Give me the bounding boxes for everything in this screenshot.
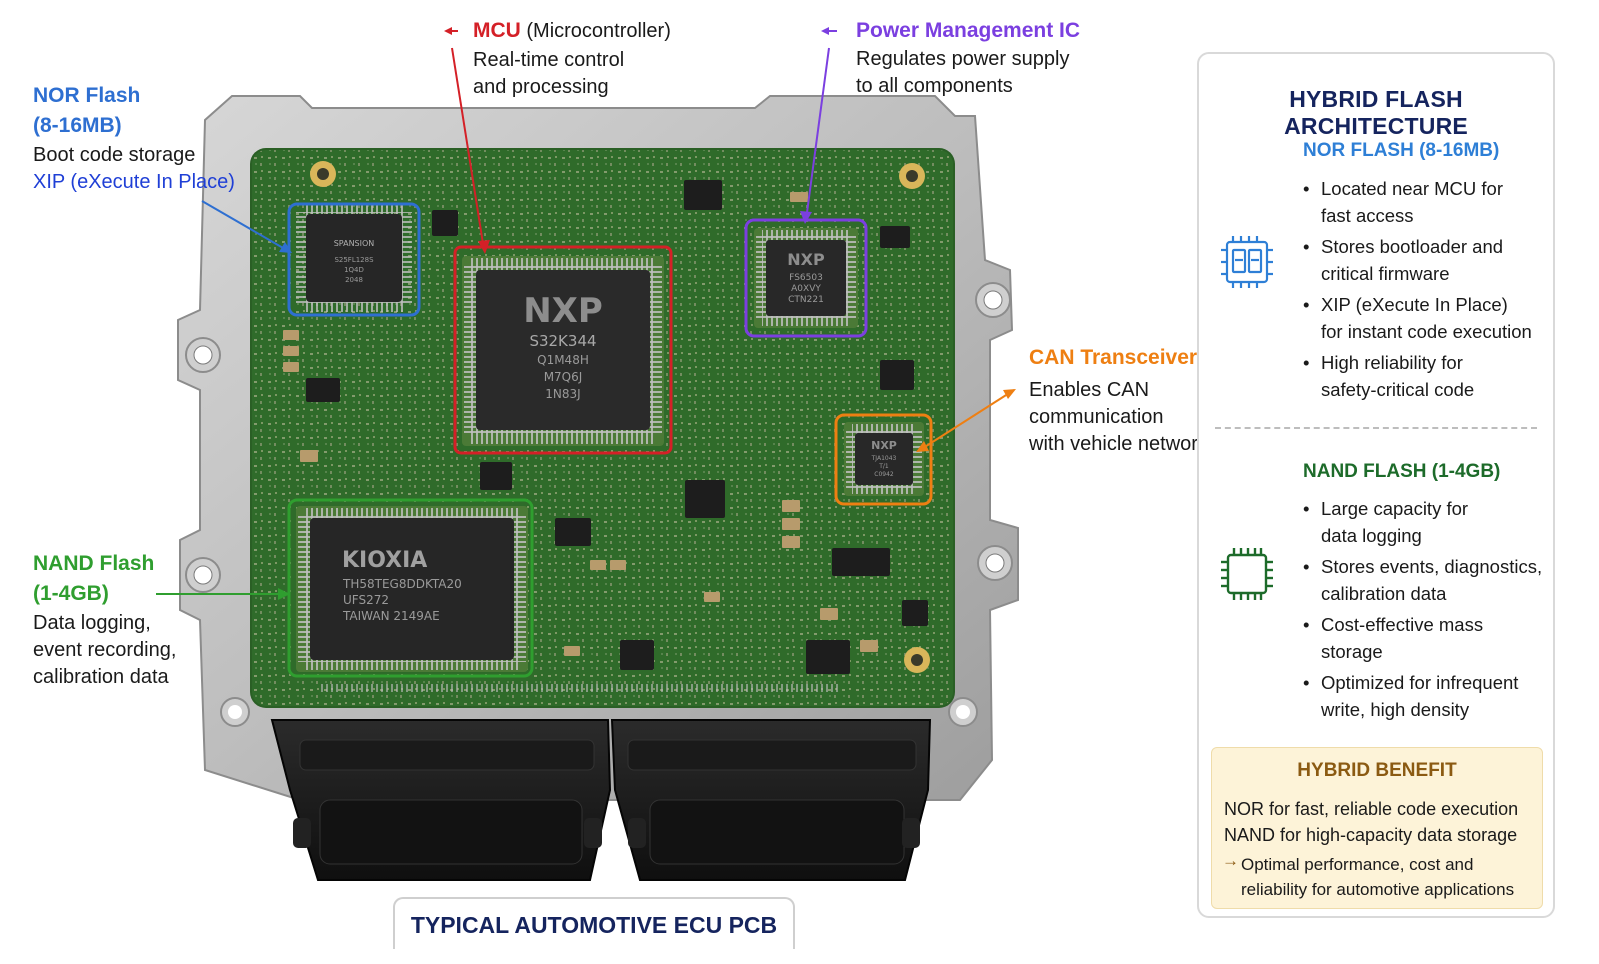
nor-callout-title: NOR Flash — [33, 84, 141, 107]
can-chip-line2: T/1 — [878, 463, 889, 470]
nand-callout-desc3: calibration data — [33, 666, 169, 688]
nand-callout-desc2: event recording, — [33, 639, 177, 661]
pmic-callout-title: Power Management IC — [856, 19, 1081, 42]
mcu-callout-title: MCU — [473, 19, 521, 42]
pmic-marker-icon — [821, 27, 837, 35]
nand-chip-line2: UFS272 — [343, 593, 389, 607]
nor-chip-line3: 2048 — [345, 276, 363, 284]
can-chip-line1: TJA1043 — [871, 455, 897, 462]
pmic-callout: Power Management IC Regulates power supp… — [856, 17, 1080, 100]
can-callout-title: CAN Transceiver — [1029, 346, 1198, 369]
pmic-chip-line2: A0XVY — [791, 284, 821, 294]
pmic-callout-desc2: to all components — [856, 75, 1013, 97]
panel-title: HYBRID FLASH ARCHITECTURE — [1284, 86, 1468, 139]
can-highlight — [834, 413, 933, 506]
ecu-connectors — [270, 719, 932, 881]
mcu-marker-icon — [444, 27, 458, 35]
benefit-line-summary: Optimal performance, cost and reliabilit… — [1241, 855, 1515, 899]
mcu-highlight — [453, 245, 673, 455]
benefit-title: HYBRID BENEFIT — [1297, 760, 1457, 781]
hybrid-benefit-box: HYBRID BENEFIT NOR for fast, reliable co… — [1211, 747, 1543, 909]
arrow-right-icon: → — [1222, 851, 1239, 870]
chip-grid-icon — [1221, 236, 1273, 288]
pmic-chip: NXP FS6503 A0XVY CTN221 — [754, 228, 858, 328]
pmic-chip-brand: NXP — [787, 250, 825, 269]
mcu-callout: MCU (Microcontroller) Real-time control … — [473, 17, 671, 101]
can-callout-desc3: with vehicle network — [1029, 433, 1208, 455]
nand-callout-desc1: Data logging, — [33, 612, 151, 634]
mcu-chip-line2: Q1M48H — [537, 353, 589, 367]
list-item: Stores events, diagnostics,calibration d… — [1303, 554, 1547, 607]
nor-chip-line1: S25FL128S — [334, 256, 374, 264]
nor-flash-highlight — [287, 202, 421, 317]
nand-callout-size: (1-4GB) — [33, 582, 109, 605]
nor-callout-desc: Boot code storage — [33, 144, 196, 166]
nor-section-title: NOR FLASH (8-16MB) — [1303, 140, 1500, 161]
mcu-chip: NXP S32K344 Q1M48H M7Q6J 1N83J — [462, 256, 664, 446]
nand-section-title: NAND FLASH (1-4GB) — [1303, 461, 1501, 482]
nor-flash-callout: NOR Flash (8-16MB) Boot code storage XIP… — [33, 82, 235, 196]
can-chip-brand: NXP — [871, 439, 897, 452]
nor-chip-brand: SPANSION — [334, 239, 375, 248]
mcu-callout-subtitle: (Microcontroller) — [520, 20, 671, 42]
mcu-chip-brand: NXP — [523, 291, 603, 331]
nand-callout-title: NAND Flash — [33, 552, 155, 575]
mcu-chip-line3: M7Q6J — [544, 370, 583, 384]
can-callout: CAN Transceiver Enables CAN communicatio… — [1029, 344, 1208, 458]
mcu-callout-desc2: and processing — [473, 76, 609, 98]
nor-callout-xip: XIP (eXecute In Place) — [33, 171, 235, 193]
nand-chip-line3: TAIWAN 2149AE — [342, 609, 440, 623]
nand-chip-brand: KIOXIA — [342, 548, 427, 573]
mcu-chip-line4: 1N83J — [545, 387, 580, 401]
nand-chip-line1: TH58TEG8DDKTA20 — [342, 577, 462, 591]
can-callout-desc1: Enables CAN — [1029, 379, 1150, 401]
ecu-pcb-illustration: SPANSION S25FL128S 1Q4D 2048 NXP S32K344… — [156, 27, 1019, 881]
nand-flash-chip: KIOXIA TH58TEG8DDKTA20 UFS272 TAIWAN 214… — [296, 506, 528, 672]
mcu-chip-line1: S32K344 — [529, 332, 596, 350]
nand-highlight — [287, 498, 534, 678]
pmic-callout-desc1: Regulates power supply — [856, 48, 1070, 70]
can-chip-line3: C0942 — [874, 471, 894, 478]
can-transceiver-chip: NXP TJA1043 T/1 C0942 — [844, 422, 924, 496]
can-callout-desc2: communication — [1029, 406, 1164, 428]
hybrid-architecture-panel: HYBRID FLASH ARCHITECTURE NOR FLASH (8-1… — [1197, 52, 1555, 918]
pmic-chip-line3: CTN221 — [788, 295, 824, 305]
nor-flash-chip: SPANSION S25FL128S 1Q4D 2048 — [296, 204, 412, 312]
nand-flash-callout: NAND Flash (1-4GB) Data logging, event r… — [33, 550, 176, 691]
list-item: XIP (eXecute In Place)for instant code e… — [1303, 292, 1547, 345]
figure-caption: TYPICAL AUTOMOTIVE ECU PCB — [393, 897, 795, 949]
pmic-chip-line1: FS6503 — [789, 273, 823, 283]
leader-lines — [156, 47, 1016, 600]
nor-callout-size: (8-16MB) — [33, 114, 122, 137]
chip-outline-icon — [1221, 548, 1273, 600]
benefit-line-nor: NOR for fast, reliable code execution — [1224, 799, 1519, 819]
nor-chip-line2: 1Q4D — [344, 266, 364, 274]
section-divider — [1215, 427, 1537, 429]
mcu-callout-desc1: Real-time control — [473, 49, 625, 71]
benefit-line-nand: NAND for high-capacity data storage — [1224, 825, 1518, 845]
